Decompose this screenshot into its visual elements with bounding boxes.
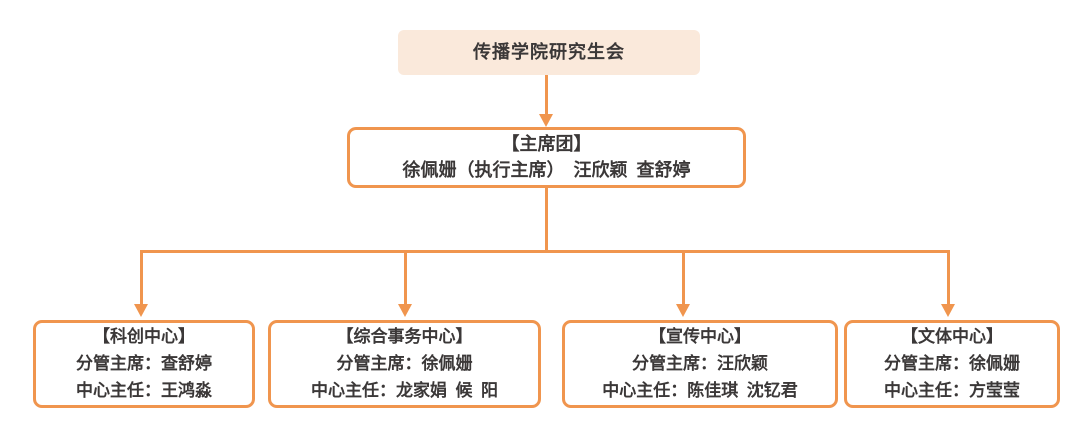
arrow-down-icon xyxy=(398,304,412,317)
council-members: 徐佩姗（执行主席） 汪欣颖 查舒婷 xyxy=(402,160,691,181)
connector-drop-4-line xyxy=(947,250,950,306)
center-title: 【科创中心】 xyxy=(93,327,195,347)
arrow-down-icon xyxy=(941,304,955,317)
center-director-line: 中心主任：方莹莹 xyxy=(884,381,1020,401)
center-title: 【文体中心】 xyxy=(901,327,1003,347)
connector-drop-1-line xyxy=(140,250,143,306)
root-node: 传播学院研究生会 xyxy=(398,30,700,75)
council-title: 【主席团】 xyxy=(501,134,592,155)
center-chair-line: 分管主席：徐佩姗 xyxy=(884,354,1020,374)
connector-drop-3-line xyxy=(682,250,685,306)
center-title: 【宣传中心】 xyxy=(649,327,751,347)
connector-council-stem-line xyxy=(545,188,548,252)
center-node-wenTi: 【文体中心】 分管主席：徐佩姗 中心主任：方莹莹 xyxy=(844,320,1060,408)
connector-root-council-line xyxy=(545,75,548,116)
center-chair-line: 分管主席：徐佩姗 xyxy=(336,354,473,374)
center-director-line: 中心主任：陈佳琪 沈钇君 xyxy=(602,381,798,401)
center-chair-line: 分管主席：查舒婷 xyxy=(76,354,212,374)
council-node: 【主席团】 徐佩姗（执行主席） 汪欣颖 查舒婷 xyxy=(347,127,746,188)
center-chair-line: 分管主席：汪欣颖 xyxy=(632,354,768,374)
arrow-down-icon xyxy=(539,114,553,127)
root-node-label: 传播学院研究生会 xyxy=(473,42,625,63)
arrow-down-icon xyxy=(676,304,690,317)
connector-drop-2-line xyxy=(404,250,407,306)
connector-horizontal-bus-line xyxy=(140,250,950,253)
center-node-zongHeShiWu: 【综合事务中心】 分管主席：徐佩姗 中心主任：龙家娟 候 阳 xyxy=(268,320,541,408)
center-node-xuanChuan: 【宣传中心】 分管主席：汪欣颖 中心主任：陈佳琪 沈钇君 xyxy=(562,320,838,408)
center-director-line: 中心主任：龙家娟 候 阳 xyxy=(311,381,498,401)
arrow-down-icon xyxy=(134,304,148,317)
center-title: 【综合事务中心】 xyxy=(336,327,473,347)
center-director-line: 中心主任：王鸿淼 xyxy=(76,381,212,401)
center-node-keChuang: 【科创中心】 分管主席：查舒婷 中心主任：王鸿淼 xyxy=(33,320,255,408)
